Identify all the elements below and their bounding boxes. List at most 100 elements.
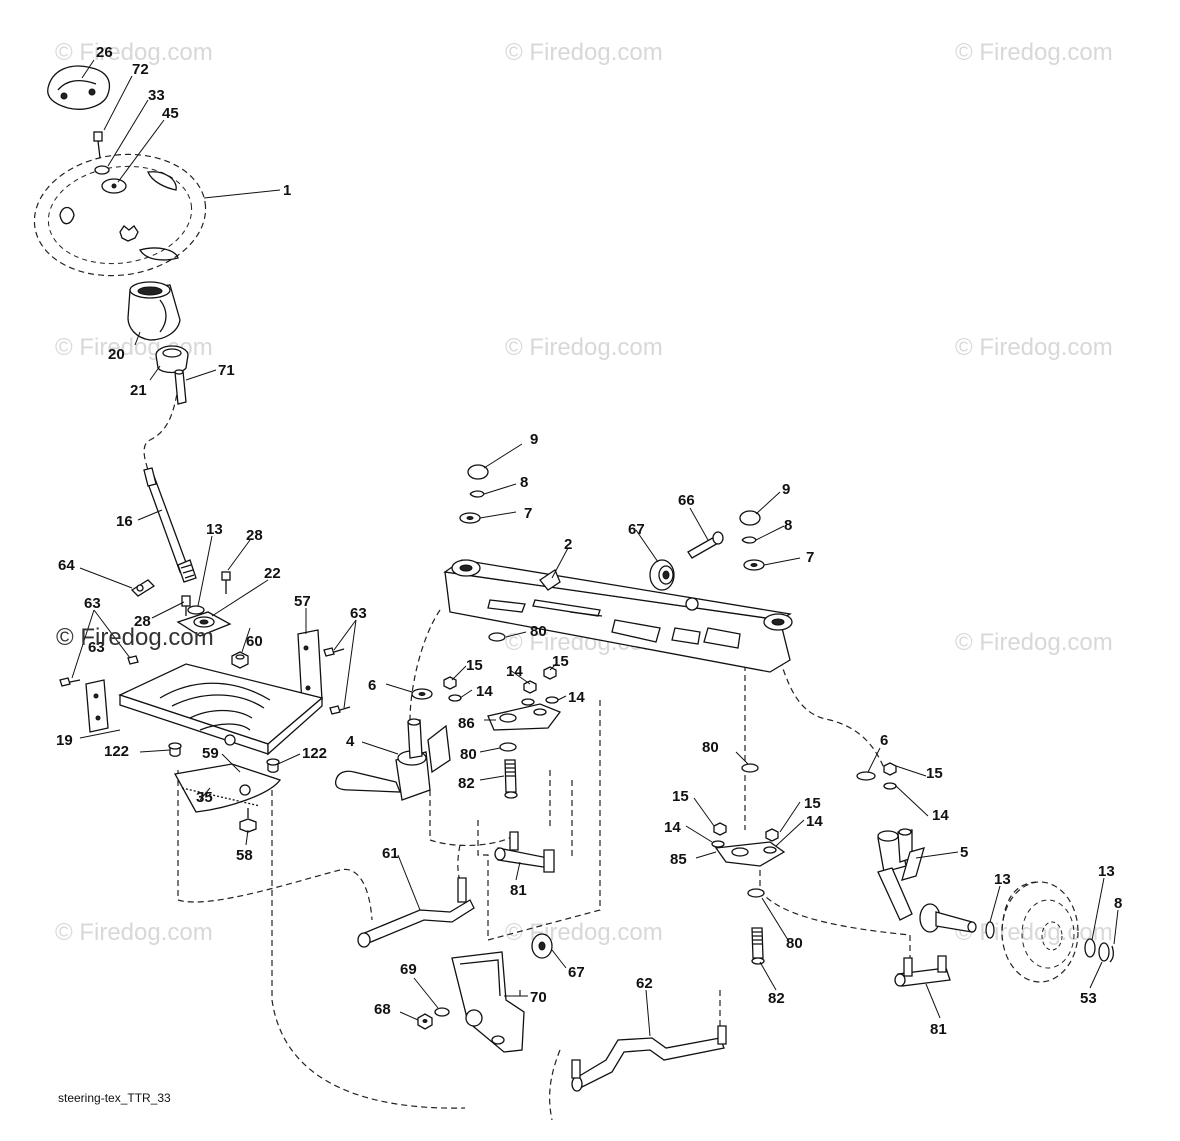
part-70-plate (451, 951, 525, 1053)
callout-67: 67 (568, 964, 585, 981)
callout-2: 2 (564, 536, 572, 553)
callout-labels: 26 72 33 45 1 20 21 71 16 64 13 28 22 28… (56, 44, 1122, 1038)
part-20-cover (127, 281, 181, 341)
callout-13: 13 (994, 871, 1011, 888)
callout-20: 20 (108, 346, 125, 363)
part-2-front-axle (443, 559, 793, 673)
callout-61: 61 (382, 845, 399, 862)
watermark: © Firedog.com (55, 39, 213, 66)
callout-33: 33 (148, 87, 165, 104)
part-69-washer (434, 1007, 450, 1017)
callout-15: 15 (552, 653, 569, 670)
callout-19: 19 (56, 732, 73, 749)
front-wheel (1001, 881, 1079, 983)
callout-80: 80 (530, 623, 547, 640)
part-80-washers (488, 632, 765, 898)
callout-85: 85 (670, 851, 687, 868)
callout-63: 63 (84, 595, 101, 612)
part-steering-plate (118, 663, 324, 756)
part-19-bracket (85, 679, 109, 733)
part-67-bushing-lower (531, 933, 553, 959)
part-8-clip (469, 490, 1114, 963)
watermark: © Firedog.com (955, 39, 1113, 66)
part-6-washers (411, 688, 876, 781)
callout-8: 8 (1114, 895, 1122, 912)
callout-72: 72 (132, 61, 149, 78)
callout-64: 64 (58, 557, 75, 574)
callout-35: 35 (196, 789, 213, 806)
part-64-clip (130, 579, 156, 597)
callout-14: 14 (476, 683, 493, 700)
callout-14: 14 (568, 689, 585, 706)
callout-80: 80 (702, 739, 719, 756)
callout-82: 82 (768, 990, 785, 1007)
callout-4: 4 (346, 733, 355, 750)
part-22-bearing-plate (176, 571, 232, 637)
part-9-cap (467, 464, 761, 526)
watermark: © Firedog.com (55, 919, 213, 946)
callout-45: 45 (162, 105, 179, 122)
part-4-spindle-left (334, 718, 451, 801)
callout-9: 9 (782, 481, 790, 498)
watermarks: © Firedog.com © Firedog.com © Firedog.co… (55, 39, 1113, 946)
callout-68: 68 (374, 1001, 391, 1018)
part-13-washers (985, 921, 1096, 958)
callout-7: 7 (524, 505, 532, 522)
part-16-steering-shaft (143, 467, 197, 583)
callout-63: 63 (88, 639, 105, 656)
part-60-nut (231, 651, 249, 669)
part-15-nuts (443, 666, 897, 842)
callout-6: 6 (880, 732, 888, 749)
callout-67: 67 (628, 521, 645, 538)
watermark: © Firedog.com (505, 919, 663, 946)
part-26-cap (47, 65, 111, 110)
watermark: © Firedog.com (55, 334, 213, 361)
part-5-spindle-right (877, 828, 977, 933)
part-61-drag-link (357, 877, 475, 948)
callout-63: 63 (350, 605, 367, 622)
callout-122: 122 (104, 743, 129, 760)
part-86-steering-arm (487, 703, 562, 731)
callout-81: 81 (510, 882, 527, 899)
overlay-watermark: © Firedog.com (56, 624, 214, 651)
part-72-bolt (93, 131, 110, 175)
callout-8: 8 (520, 474, 528, 491)
callout-22: 22 (264, 565, 281, 582)
diagram-caption: steering-tex_TTR_33 (58, 1091, 171, 1105)
watermark: © Firedog.com (955, 629, 1113, 656)
part-63-bolts (59, 647, 351, 715)
callout-8: 8 (784, 517, 792, 534)
part-71-shaft (174, 369, 187, 405)
callout-86: 86 (458, 715, 475, 732)
part-62-tie-rod (571, 1025, 727, 1092)
part-67-bushing (649, 559, 675, 591)
callout-66: 66 (678, 492, 695, 509)
callout-14: 14 (506, 663, 523, 680)
callout-70: 70 (530, 989, 547, 1006)
part-21-bearing (155, 345, 189, 374)
callout-16: 16 (116, 513, 133, 530)
callout-5: 5 (960, 844, 968, 861)
part-85-steering-arm (714, 841, 786, 867)
callout-21: 21 (130, 382, 147, 399)
part-82-studs (504, 759, 765, 965)
callout-15: 15 (466, 657, 483, 674)
callout-6: 6 (368, 677, 376, 694)
callout-57: 57 (294, 593, 311, 610)
part-66-bolt (687, 531, 724, 559)
callout-58: 58 (236, 847, 253, 864)
watermark: © Firedog.com (505, 334, 663, 361)
part-1-steering-wheel (33, 153, 207, 277)
part-122-bushings (168, 742, 280, 773)
part-68-nut (417, 1013, 433, 1030)
callout-59: 59 (202, 745, 219, 762)
callout-28: 28 (246, 527, 263, 544)
callout-15: 15 (672, 788, 689, 805)
callout-15: 15 (804, 795, 821, 812)
callout-26: 26 (96, 44, 113, 61)
callout-60: 60 (246, 633, 263, 650)
callout-1: 1 (283, 182, 291, 199)
callout-15: 15 (926, 765, 943, 782)
callout-7: 7 (806, 549, 814, 566)
callout-14: 14 (932, 807, 949, 824)
